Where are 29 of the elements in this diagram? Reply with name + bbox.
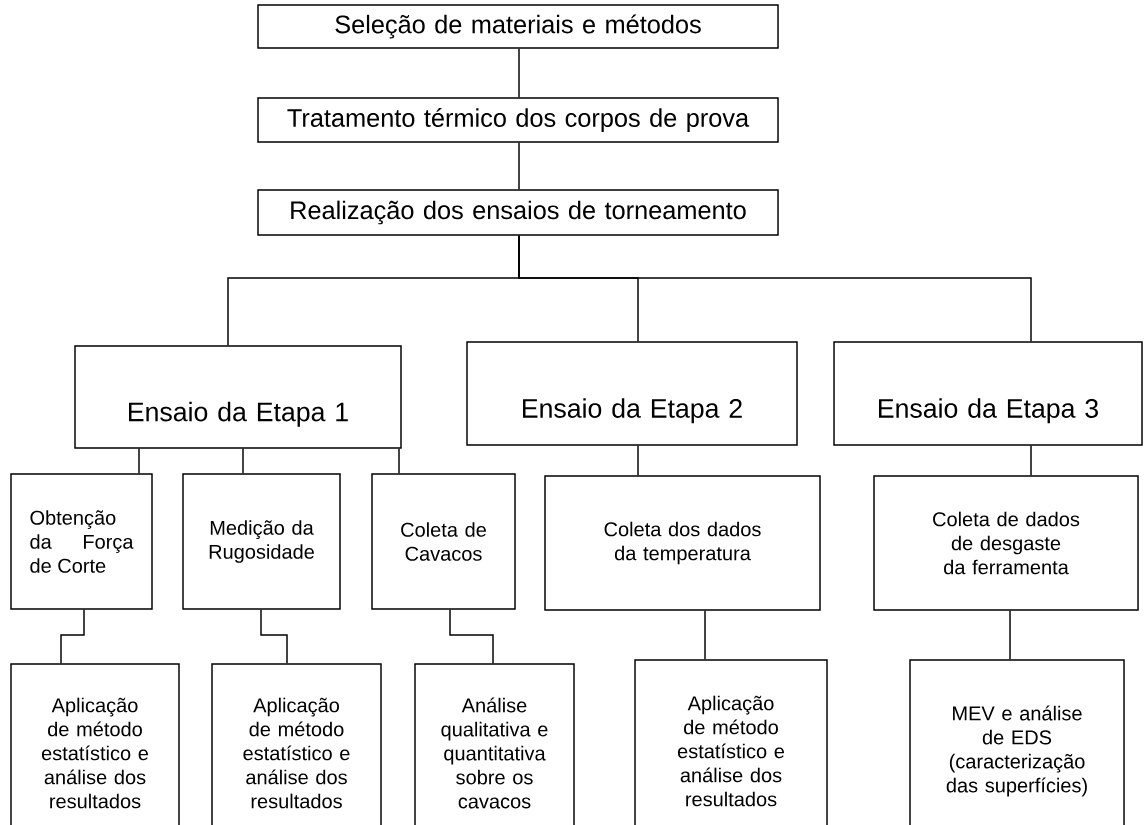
connector-line [398, 448, 400, 474]
connector-line [1009, 610, 1011, 660]
connector-line [637, 445, 639, 476]
process-box: Realização dos ensaios de torneamento [257, 189, 779, 236]
process-box: Análise qualitativa e quantitativa sobre os cavacos [414, 663, 575, 825]
process-box: Obtenção da Força de Corte [10, 473, 153, 610]
connector-line [1030, 445, 1032, 476]
process-box: MEV e análise de EDS (caracterização das superfícies) [909, 659, 1125, 825]
process-box: Coleta dos dados da temperatura [544, 475, 821, 611]
connector-line [518, 235, 1032, 342]
process-box: Aplicação de método estatístico e análise dos resultados [211, 663, 382, 825]
connector-line [518, 142, 520, 190]
process-box: Ensaio da Etapa 2 [466, 341, 798, 446]
connector-line [518, 48, 520, 98]
process-box: Medição da Rugosidade [182, 473, 341, 610]
connector-line [60, 609, 85, 664]
connector-line [449, 609, 494, 664]
connector-line [138, 448, 140, 474]
process-box: Coleta de dados de desgaste da ferramenta [873, 475, 1139, 611]
process-box: Coleta de Cavacos [371, 473, 516, 610]
process-box: Ensaio da Etapa 1 [74, 345, 402, 449]
connector-line [704, 610, 706, 660]
process-box: Seleção de materiais e métodos [257, 4, 779, 49]
process-box: Tratamento térmico dos corpos de prova [257, 97, 779, 143]
connector-line [242, 448, 244, 474]
process-box: Aplicação de método estatístico e análise dos resultados [10, 663, 180, 825]
process-box: Aplicação de método estatístico e análise dos resultados [634, 659, 828, 825]
process-box: Ensaio da Etapa 3 [833, 341, 1143, 446]
connector-line [260, 609, 288, 664]
